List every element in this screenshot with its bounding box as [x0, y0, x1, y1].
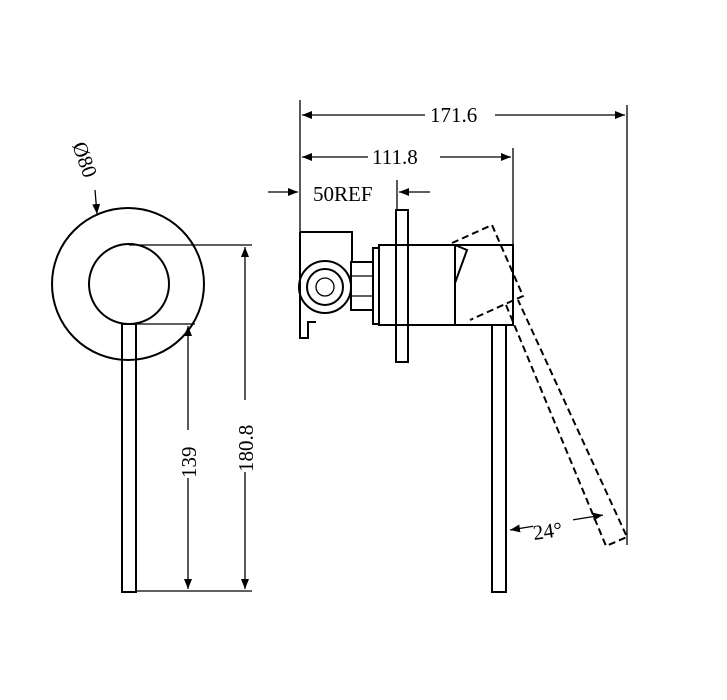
valve-inlet-bore [315, 277, 335, 297]
overall-depth-label: 171.6 [430, 103, 477, 127]
ref-depth-label: 50REF [313, 182, 373, 206]
handle-hub-outline [88, 243, 170, 325]
handle-hub [454, 244, 514, 326]
lever-handle [121, 323, 137, 593]
diameter-leader [92, 189, 101, 215]
overall-height-label: 180.8 [234, 425, 258, 472]
front-view: Ø80 139 180.8 [51, 139, 258, 593]
handle-chamfer [454, 244, 469, 284]
valve-body [378, 244, 456, 326]
lever-height-label: 139 [177, 447, 201, 479]
rotated-handle-outline [451, 223, 629, 548]
cover-plate-outline [51, 207, 205, 361]
mounting-bracket [299, 231, 353, 339]
side-view: 171.6 111.8 50REF 24° [268, 100, 629, 593]
valve-inlet-ring [306, 268, 344, 306]
depth-to-handle-label: 111.8 [372, 145, 418, 169]
handle-angle-label: 24° [531, 517, 563, 545]
wall-plate [395, 209, 409, 363]
diameter-label: Ø80 [67, 139, 102, 181]
valve-connector [350, 261, 374, 311]
lever-handle-side [491, 324, 507, 593]
